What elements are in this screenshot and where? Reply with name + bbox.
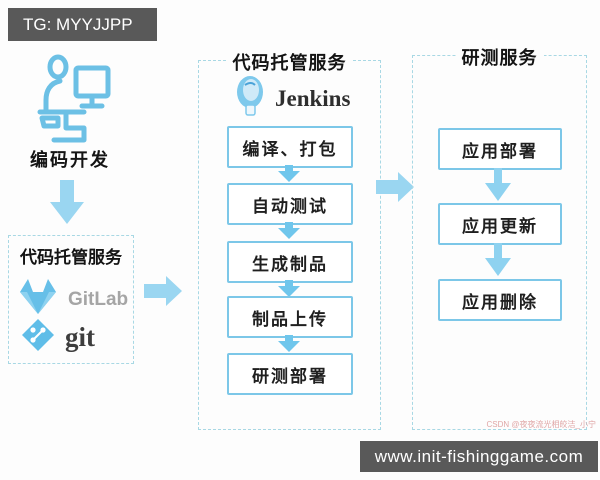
gitlab-label: GitLab <box>68 288 129 310</box>
pipeline-step-upload-artifact: 制品上传 <box>227 296 353 338</box>
build-pipeline-box: 代码托管服务 Jenkins 编译、打包 自动测试 生成制品 制品上传 <box>198 49 381 430</box>
service-step-app-update: 应用更新 <box>438 203 562 245</box>
build-pipeline-title: 代码托管服务 <box>226 49 353 75</box>
service-step-app-delete: 应用删除 <box>438 279 562 321</box>
code-hosting-box: 代码托管服务 GitLab git <box>8 235 134 364</box>
service-step-app-deploy: 应用部署 <box>438 128 562 170</box>
arrow-down-step-icon <box>278 222 300 239</box>
git-diamond-icon <box>21 318 55 357</box>
arrow-down-service-icon <box>485 243 511 276</box>
arrow-down-step-icon <box>278 335 300 352</box>
git-label: git <box>65 322 95 352</box>
arrow-down-developer-to-hosting-icon <box>50 180 84 224</box>
test-service-title: 研测服务 <box>455 44 544 70</box>
arrow-down-step-icon <box>278 165 300 182</box>
arrow-down-step-icon <box>278 280 300 297</box>
jenkins-label: Jenkins <box>275 85 351 111</box>
developer-at-computer-icon <box>36 54 112 146</box>
gitlab-tanuki-icon <box>17 278 59 321</box>
code-hosting-title: 代码托管服务 <box>20 248 122 267</box>
developer-label: 编码开发 <box>30 150 110 170</box>
pipeline-step-auto-test: 自动测试 <box>227 183 353 225</box>
telegram-badge-text: TG: MYYJJPP <box>23 14 133 34</box>
website-badge: www.init-fishinggame.com <box>360 441 598 472</box>
website-badge-text: www.init-fishinggame.com <box>374 446 584 466</box>
jenkins-butler-icon <box>235 75 267 122</box>
telegram-badge: TG: MYYJJPP <box>8 8 157 41</box>
csdn-watermark: CSDN @夜夜流光相皎洁_小宁 <box>486 420 596 429</box>
pipeline-step-compile-package: 编译、打包 <box>227 126 353 168</box>
arrow-right-pipeline-to-service-icon <box>376 172 414 202</box>
test-service-box: 研测服务 应用部署 应用更新 应用删除 <box>412 44 587 430</box>
pipeline-step-build-artifact: 生成制品 <box>227 241 353 283</box>
arrow-right-hosting-to-pipeline-icon <box>144 276 182 306</box>
arrow-down-service-icon <box>485 168 511 201</box>
pipeline-step-test-deploy: 研测部署 <box>227 353 353 395</box>
